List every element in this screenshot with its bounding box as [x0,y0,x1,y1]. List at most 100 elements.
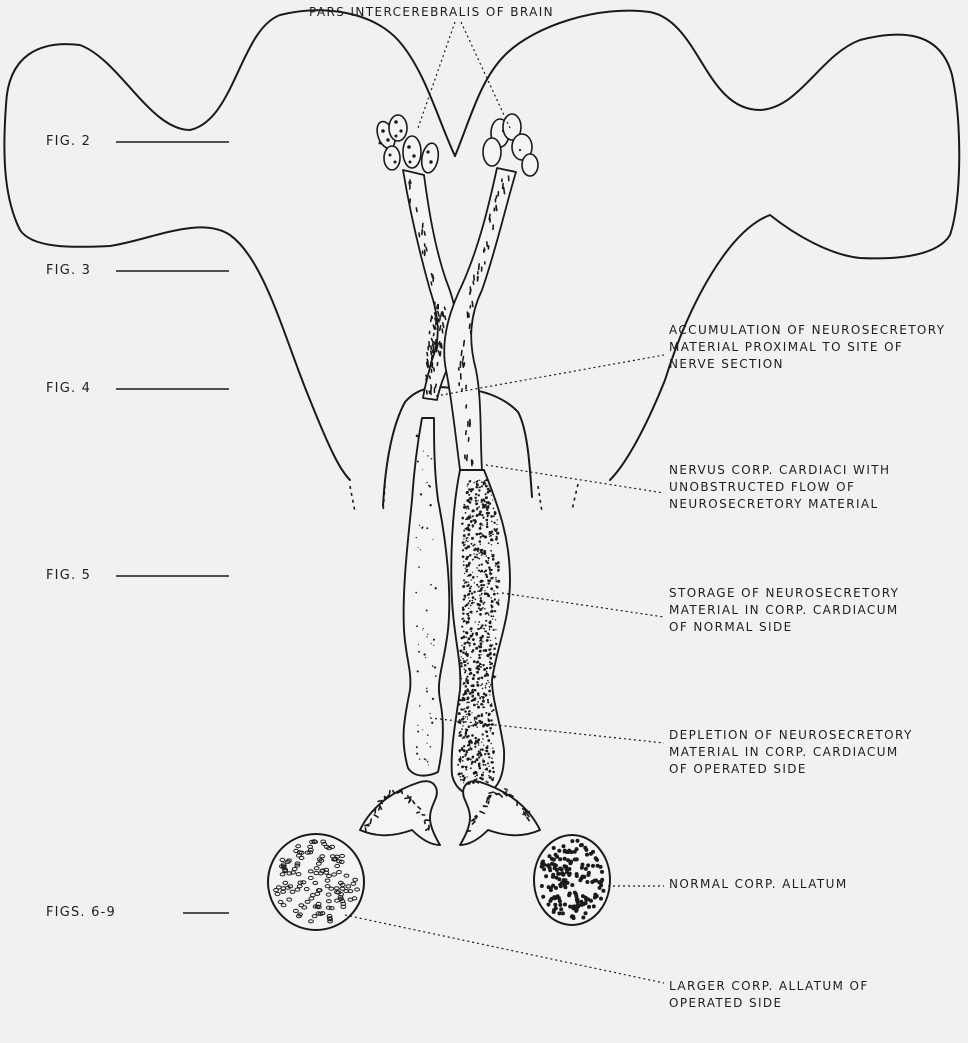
stipple-normal [463,766,464,767]
stipple-normal [474,742,477,745]
stipple-normal [485,479,487,481]
stipple-normal [475,667,476,668]
stipple-normal [490,743,492,745]
stipple-normal [482,764,484,766]
stipple-operated [429,486,431,488]
stipple-operated [432,539,433,540]
stipple-normal [485,685,486,686]
allatum-cell-normal [591,864,595,868]
granule [442,329,443,333]
stipple-normal [466,776,467,777]
stipple-normal [487,753,490,756]
stipple-normal [485,781,487,783]
label-line: MATERIAL IN CORP. CARDIACUM [669,602,899,619]
stipple-normal [464,605,466,607]
stipple-normal [493,528,495,530]
stipple-normal [492,748,493,749]
stipple-normal [491,646,493,648]
stipple-normal [468,741,471,744]
stipple-normal [461,663,463,665]
stipple-operated [427,743,428,744]
allatum-cell-normal [541,860,545,864]
stipple-normal [488,775,489,776]
stipple-normal [495,580,497,582]
allatum-cell-normal [557,877,561,881]
stipple-normal [461,656,462,657]
stipple-normal [471,734,474,737]
stipple-normal [482,688,484,690]
stipple-normal [463,782,464,783]
label-line: ACCUMULATION OF NEUROSECRETORY [669,322,945,339]
label-line: STORAGE OF NEUROSECRETORY [669,585,899,602]
stipple-normal [466,688,469,691]
stipple-normal [465,766,468,769]
stipple-normal [497,580,500,583]
stipple-normal [473,660,476,663]
allatum-cell-normal [563,864,567,868]
stipple-normal [492,499,493,500]
stipple-operated [428,764,429,765]
stipple-normal [459,722,461,724]
stipple-normal [465,769,467,771]
stipple-normal [495,643,497,645]
stipple-normal [474,697,476,699]
stipple-normal [479,523,482,526]
stipple-normal [464,756,465,757]
stipple-normal [469,554,471,556]
granule [431,391,432,394]
stipple-normal [490,597,492,599]
stipple-normal [489,626,491,628]
stipple-normal [480,698,481,699]
stipple-normal [470,627,473,630]
stipple-normal [476,681,478,683]
stipple-normal [469,516,472,519]
stipple-normal [474,689,477,692]
fig-2-label: FIG. 2 [46,134,91,149]
allatum-cell-normal [584,848,588,852]
stipple-normal [463,620,465,622]
allatum-cell-normal [575,857,579,861]
stipple-normal [459,758,462,761]
stipple-normal [495,562,497,564]
stipple-normal [464,547,466,549]
stipple-normal [476,722,478,724]
stipple-normal [481,741,482,742]
stipple-normal [468,749,470,751]
stipple-normal [476,554,478,556]
granule [410,180,411,183]
stipple-normal [471,651,473,653]
stipple-normal [473,640,474,641]
stipple-normal [461,728,463,730]
stipple-normal [482,664,484,666]
stipple-normal [479,480,480,481]
allatum-cell-normal [554,906,558,910]
stipple-normal [476,665,479,668]
base-streak [472,820,474,821]
stipple-normal [481,774,484,777]
label-depletion: DEPLETION OF NEUROSECRETORY MATERIAL IN … [669,727,913,778]
stipple-normal [464,672,466,674]
stipple-normal [466,751,468,753]
base-streak [487,798,489,799]
nerve-normal [444,168,516,470]
stipple-normal [480,551,482,553]
stipple-operated [424,758,426,760]
stipple-normal [479,613,482,616]
stipple-normal [476,533,479,536]
stipple-normal [470,685,472,687]
stipple-normal [477,494,479,496]
allatum-cell-normal [568,905,572,909]
allatum-cell-normal [557,849,561,853]
stipple-normal [472,724,474,726]
stipple-normal [484,590,485,591]
allatum-cell-normal [587,871,591,875]
stipple-normal [467,641,468,642]
stipple-normal [471,543,473,545]
stipple-operated [426,691,428,693]
stipple-normal [463,646,465,648]
stipple-operated [423,451,424,452]
stipple-normal [492,577,494,579]
granule [431,282,432,285]
stipple-normal [490,535,492,537]
stipple-normal [489,572,490,573]
